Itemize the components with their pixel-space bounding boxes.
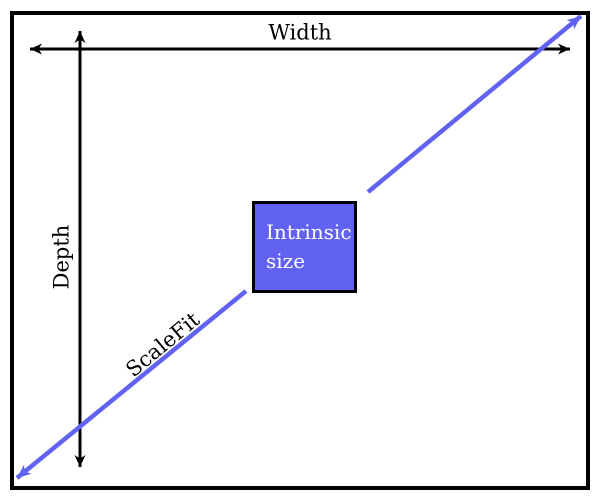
intrinsic-size-label: Intrinsic size <box>266 220 352 273</box>
intrinsic-size-box: Intrinsic size <box>252 201 357 293</box>
scalefit-arrow-upper <box>366 14 583 194</box>
outer-border <box>10 11 590 490</box>
scalefit-arrow-lower <box>15 289 248 480</box>
depth-label: Depth <box>49 224 74 290</box>
width-label: Width <box>268 20 332 45</box>
